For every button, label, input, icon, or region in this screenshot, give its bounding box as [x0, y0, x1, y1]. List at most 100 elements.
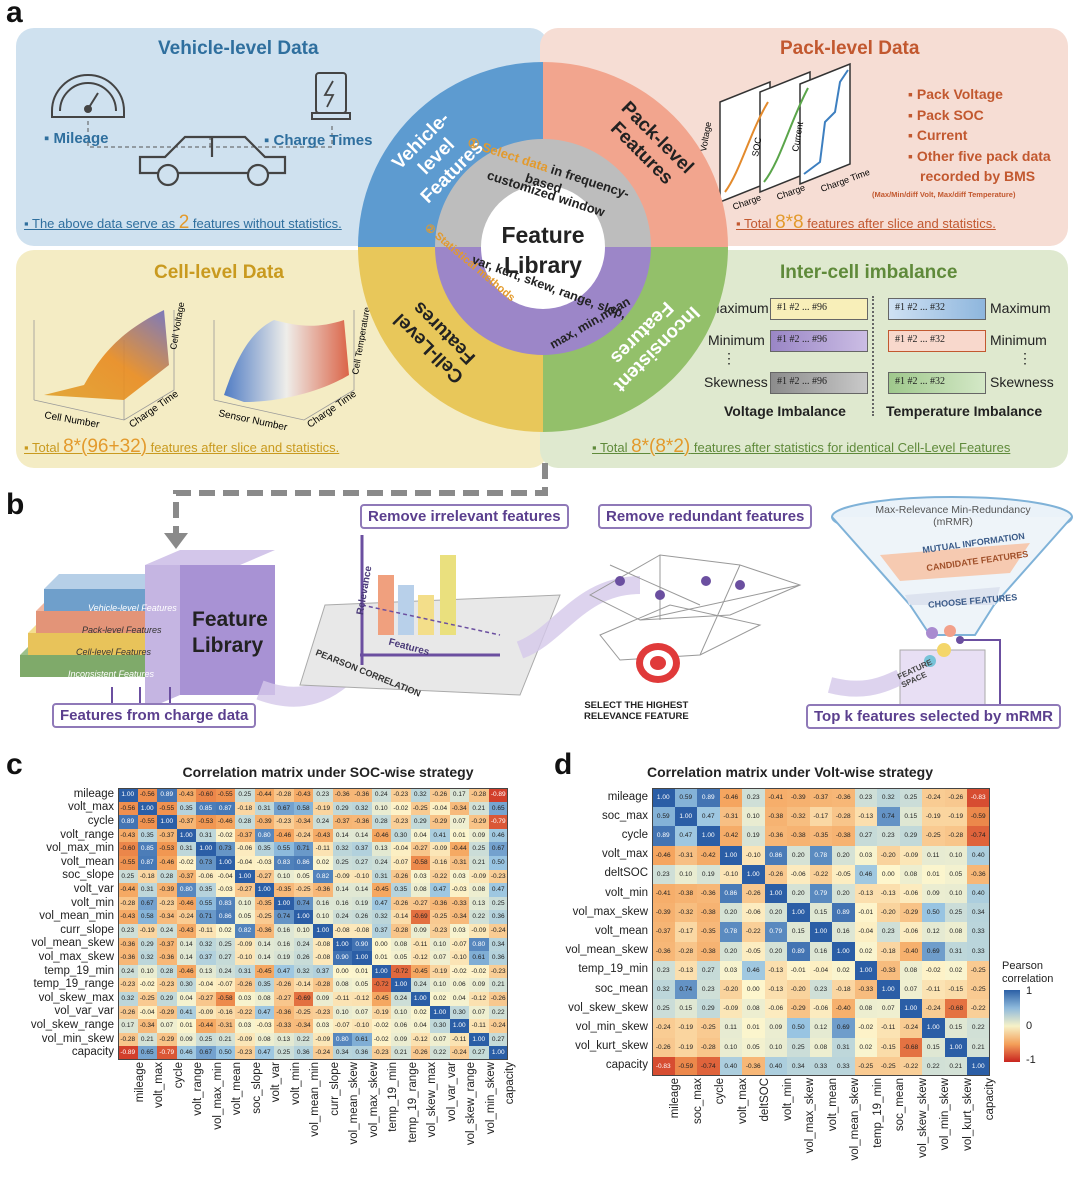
topk-label: Top k features selected by mRMR: [806, 704, 1061, 729]
col-label: vol_kurt_skew: [961, 1078, 974, 1151]
matrix-cell: 0.21: [469, 801, 489, 816]
matrix-cell: 0.74: [274, 910, 294, 924]
matrix-cell: -0.46: [371, 828, 391, 843]
matrix-cell: -0.89: [488, 788, 508, 802]
matrix-cell: -0.24: [899, 1018, 922, 1038]
matrix-cell: 0.31: [371, 869, 391, 884]
matrix-cell: 0.02: [430, 992, 450, 1006]
matrix-cell: -0.28: [274, 788, 294, 802]
matrix-cell: 0.16: [313, 896, 333, 911]
matrix-cell: 0.02: [313, 856, 333, 870]
voltage-skew-box: #1 #2 ... #96: [770, 372, 868, 394]
matrix-cell: -0.45: [410, 964, 430, 979]
matrix-cell: 0.10: [332, 1005, 352, 1020]
matrix-cell: 0.32: [293, 964, 313, 979]
matrix-cell: 0.46: [488, 828, 508, 843]
matrix-cell: -0.13: [854, 884, 877, 904]
row-label: volt_max: [601, 848, 648, 861]
col-label: temp_19_range: [406, 1062, 419, 1143]
matrix-cell: -0.24: [313, 1046, 333, 1060]
matrix-cell: -0.36: [352, 815, 372, 829]
matrix-cell: 0.32: [118, 992, 138, 1006]
matrix-cell: 0.29: [899, 826, 922, 846]
matrix-cell: 0.10: [274, 869, 294, 884]
matrix-cell: 1.00: [488, 1046, 508, 1060]
matrix-cell: -0.28: [674, 941, 697, 961]
matrix-cell: 0.25: [787, 1037, 810, 1057]
matrix-cell: 0.35: [176, 801, 196, 816]
matrix-cell: 0.55: [196, 896, 216, 911]
matrix-cell: -0.46: [215, 815, 235, 829]
matrix-cell: 0.02: [215, 924, 235, 938]
matrix-cell: -0.23: [391, 788, 411, 802]
matrix-cell: -0.43: [293, 788, 313, 802]
matrix-cell: 0.02: [854, 941, 877, 961]
col-label: vol_mean_skew: [849, 1078, 862, 1161]
matrix-cell: -0.24: [176, 910, 196, 924]
matrix-cell: 0.10: [944, 884, 967, 904]
matrix-cell: -0.20: [877, 903, 900, 923]
matrix-cell: -0.08: [352, 924, 372, 938]
vehicle-item-charge-times: ▪ Charge Times: [264, 132, 373, 149]
matrix-cell: 0.23: [809, 980, 832, 1000]
matrix-cell: 0.23: [742, 788, 765, 808]
matrix-cell: 0.21: [391, 1046, 411, 1060]
charger-icon: [311, 72, 351, 120]
matrix-cell: 0.09: [469, 828, 489, 843]
matrix-cell: 0.33: [832, 1056, 855, 1076]
matrix-cell: 0.05: [944, 864, 967, 884]
row-label: capacity: [71, 1046, 114, 1059]
matrix-cell: 0.50: [488, 856, 508, 870]
matrix-cell: 0.15: [674, 999, 697, 1019]
matrix-cell: 0.10: [430, 978, 450, 992]
col-label: vol_skew_skew: [916, 1078, 929, 1158]
matrix-cell: 0.13: [469, 896, 489, 911]
matrix-cell: 0.00: [371, 937, 391, 952]
matrix-cell: 0.32: [877, 788, 900, 808]
pack-title: Pack-level Data: [780, 38, 920, 59]
panel-label-a: a: [6, 0, 23, 29]
matrix-cell: 0.36: [488, 951, 508, 965]
row-label: volt_range: [60, 828, 114, 841]
matrix-cell: -0.22: [809, 864, 832, 884]
matrix-cell: 0.13: [274, 1032, 294, 1047]
matrix-cell: -0.25: [967, 960, 990, 980]
matrix-cell: -0.08: [313, 937, 333, 952]
matrix-cell: -0.44: [118, 883, 138, 897]
car-icon: [138, 135, 287, 187]
matrix-cell: -0.39: [157, 883, 177, 897]
matrix-cell: 0.67: [196, 1046, 216, 1060]
matrix-cell: 0.05: [742, 1037, 765, 1057]
matrix-cell: 0.31: [176, 842, 196, 856]
matrix-cell: 0.08: [854, 999, 877, 1019]
matrix-cell: -0.24: [488, 1019, 508, 1033]
matrix-cell: 0.21: [488, 978, 508, 992]
matrix-cell: -0.79: [488, 815, 508, 829]
matrix-cell: -0.74: [697, 1056, 720, 1076]
matrix-cell: 0.67: [274, 801, 294, 816]
matrix-cell: -0.24: [488, 924, 508, 938]
matrix-cell: 0.25: [196, 1032, 216, 1047]
matrix-cell: -0.03: [449, 883, 469, 897]
matrix-cell: -0.46: [274, 828, 294, 843]
matrix-cell: -0.28: [697, 1037, 720, 1057]
matrix-cell: -0.74: [967, 826, 990, 846]
matrix-cell: 0.09: [313, 992, 333, 1006]
matrix-cell: 0.21: [944, 1056, 967, 1076]
matrix-cell: 0.36: [488, 910, 508, 924]
matrix-cell: -0.12: [410, 1032, 430, 1047]
matrix-cell: -0.01: [854, 903, 877, 923]
matrix-cell: 0.28: [371, 815, 391, 829]
matrix-cell: 0.20: [764, 903, 787, 923]
row-label: vol_mean_skew: [565, 944, 648, 957]
panel-label-c: c: [6, 748, 23, 781]
matrix-cell: 0.09: [469, 978, 489, 992]
matrix-cell: -0.10: [449, 951, 469, 965]
matrix-cell: -0.36: [157, 951, 177, 965]
matrix-cell: 0.14: [352, 828, 372, 843]
matrix-cell: -0.18: [877, 941, 900, 961]
matrix-cell: -0.15: [877, 1037, 900, 1057]
matrix-cell: -0.07: [391, 856, 411, 870]
matrix-cell: 0.23: [854, 788, 877, 808]
